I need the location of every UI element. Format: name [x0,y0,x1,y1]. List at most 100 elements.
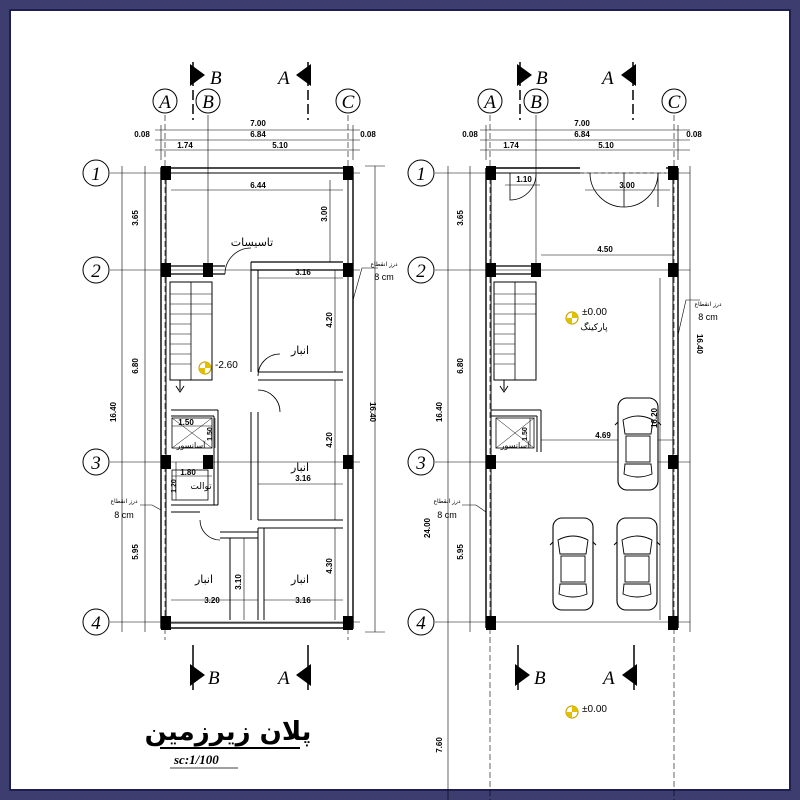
dim-4-30: 4.30 [325,558,334,574]
dim-row-12-left: 3.65 [131,210,140,226]
label-toilet: توالت [190,482,212,492]
dim-row-34-right: 5.95 [456,544,465,560]
grid-row-4-left: 4 [91,613,101,634]
level-marker-icon [565,311,579,325]
grid-row-4-right: 4 [416,613,426,634]
left-dimensions: 7.00 6.84 0.08 0.08 1.74 5.10 3.65 6.80 … [109,119,377,605]
car-icon [549,517,597,611]
dim-wall-left-left: 0.08 [134,130,150,139]
dim-span-bc-left: 5.10 [272,141,288,150]
dim-row-12-right: 3.65 [456,210,465,226]
grid-col-a-right: A [482,92,496,113]
grid-col-b-left: B [202,92,214,113]
dim-span-bc-right: 5.10 [598,141,614,150]
grid-row-1-left: 1 [91,164,101,185]
right-section-markers: B A B A [515,62,637,690]
dim-overall-width-left: 7.00 [250,119,266,128]
right-labels: ±0.00 پارکینگ آسانسور ±0.00 درز انقطاع 8… [433,301,722,719]
dim-total-site: 24.00 [423,517,432,538]
dim-3-00-right: 3.00 [619,181,635,190]
section-a-top-left: A [276,68,290,89]
dim-1-10: 1.10 [516,175,532,184]
level-marker-icon [198,361,212,375]
dim-inner-width-right: 6.84 [574,130,590,139]
dim-total-depth-left: 16.40 [109,401,118,422]
joint-value-left: 8 cm [374,272,394,282]
dim-3-10: 3.10 [234,574,243,590]
grid-row-2-left: 2 [91,261,101,282]
label-storage-4: انبار [290,573,309,586]
grid-row-2-right: 2 [416,261,426,282]
dim-row-34-left: 5.95 [131,544,140,560]
level-parking: ±0.00 [582,307,607,318]
dim-inner-width-left: 6.84 [250,130,266,139]
joint-value-left-2: 8 cm [114,510,134,520]
grid-col-b-right: B [530,92,542,113]
dim-top-room: 6.44 [250,181,266,190]
joint-value-right-2: 8 cm [437,510,457,520]
joint-label-right-2: درز انقطاع [433,498,460,505]
right-dimensions: 7.00 6.84 0.08 0.08 1.74 5.10 3.65 6.80 … [423,119,704,753]
section-a-bottom-right: A [601,668,615,689]
title-block: پلان زیرزمین sc:1/100 [145,717,312,769]
dim-4-20-a: 4.20 [325,312,334,328]
grid-row-1-right: 1 [416,164,426,185]
dim-front-yard: 7.60 [435,737,444,753]
dim-3-20: 3.20 [204,596,220,605]
label-storage-3: انبار [194,573,213,586]
dim-16-40-right: 16.40 [695,334,704,355]
label-elevator-left: آسانسور [176,440,207,450]
label-elevator-right: آسانسور [500,440,531,450]
dim-overall-width-right: 7.00 [574,119,590,128]
section-a-top-right: A [600,68,614,89]
dim-1-50-vertical-left: 1.50 [207,427,214,441]
dim-wall-left-right: 0.08 [462,130,478,139]
dim-total-depth-right-left: 16.40 [368,402,377,423]
level-marker-icon [565,705,579,719]
dim-span-ab-left: 1.74 [177,141,193,150]
dim-1-50-left: 1.50 [178,418,194,427]
left-grid-bubbles: A B C 1 2 3 4 [82,88,361,636]
dim-3-16-c: 3.16 [295,596,311,605]
section-b-top-right: B [536,68,548,89]
dim-3-00-left: 3.00 [320,206,329,222]
right-grid-bubbles: A B C 1 2 3 4 [407,88,687,636]
plan-scale: sc:1/100 [173,752,219,767]
dim-1-20: 1.20 [171,479,178,493]
label-parking: پارکینگ [580,321,608,333]
dim-3-16-b: 3.16 [295,474,311,483]
left-labels: تاسیسات انبار انبار انبار انبار آسانسور … [110,236,397,586]
dim-row-23-right: 6.80 [456,358,465,374]
left-plan [110,115,385,640]
car-icon [613,517,661,611]
joint-label-right: درز انقطاع [694,301,721,308]
joint-label-left: درز انقطاع [370,261,397,268]
level-yard: ±0.00 [582,704,607,715]
dim-wall-right-right: 0.08 [686,130,702,139]
plan-title: پلان زیرزمین [145,717,312,747]
dim-1-80: 1.80 [180,468,196,477]
section-b-bottom-right: B [534,668,546,689]
label-facilities: تاسیسات [231,236,273,249]
grid-row-3-left: 3 [90,453,101,474]
grid-col-a-left: A [157,92,171,113]
dim-total-depth-right: 16.40 [435,401,444,422]
dim-1-50-right: 1.50 [522,427,529,441]
label-storage-1: انبار [290,344,309,357]
label-storage-2: انبار [290,461,309,474]
dim-4-50: 4.50 [597,245,613,254]
joint-value-right: 8 cm [698,312,718,322]
dim-row-23-left: 6.80 [131,358,140,374]
left-section-markers: B A B A [190,62,311,690]
grid-col-c-right: C [668,92,681,113]
dim-wall-right-left: 0.08 [360,130,376,139]
dim-16-20: 16.20 [650,407,659,428]
joint-label-left-2: درز انقطاع [110,498,137,505]
dim-4-69: 4.69 [595,431,611,440]
grid-col-c-left: C [342,92,355,113]
level-left: -2.60 [215,360,238,371]
section-b-top-left: B [210,68,222,89]
dim-span-ab-right: 1.74 [503,141,519,150]
